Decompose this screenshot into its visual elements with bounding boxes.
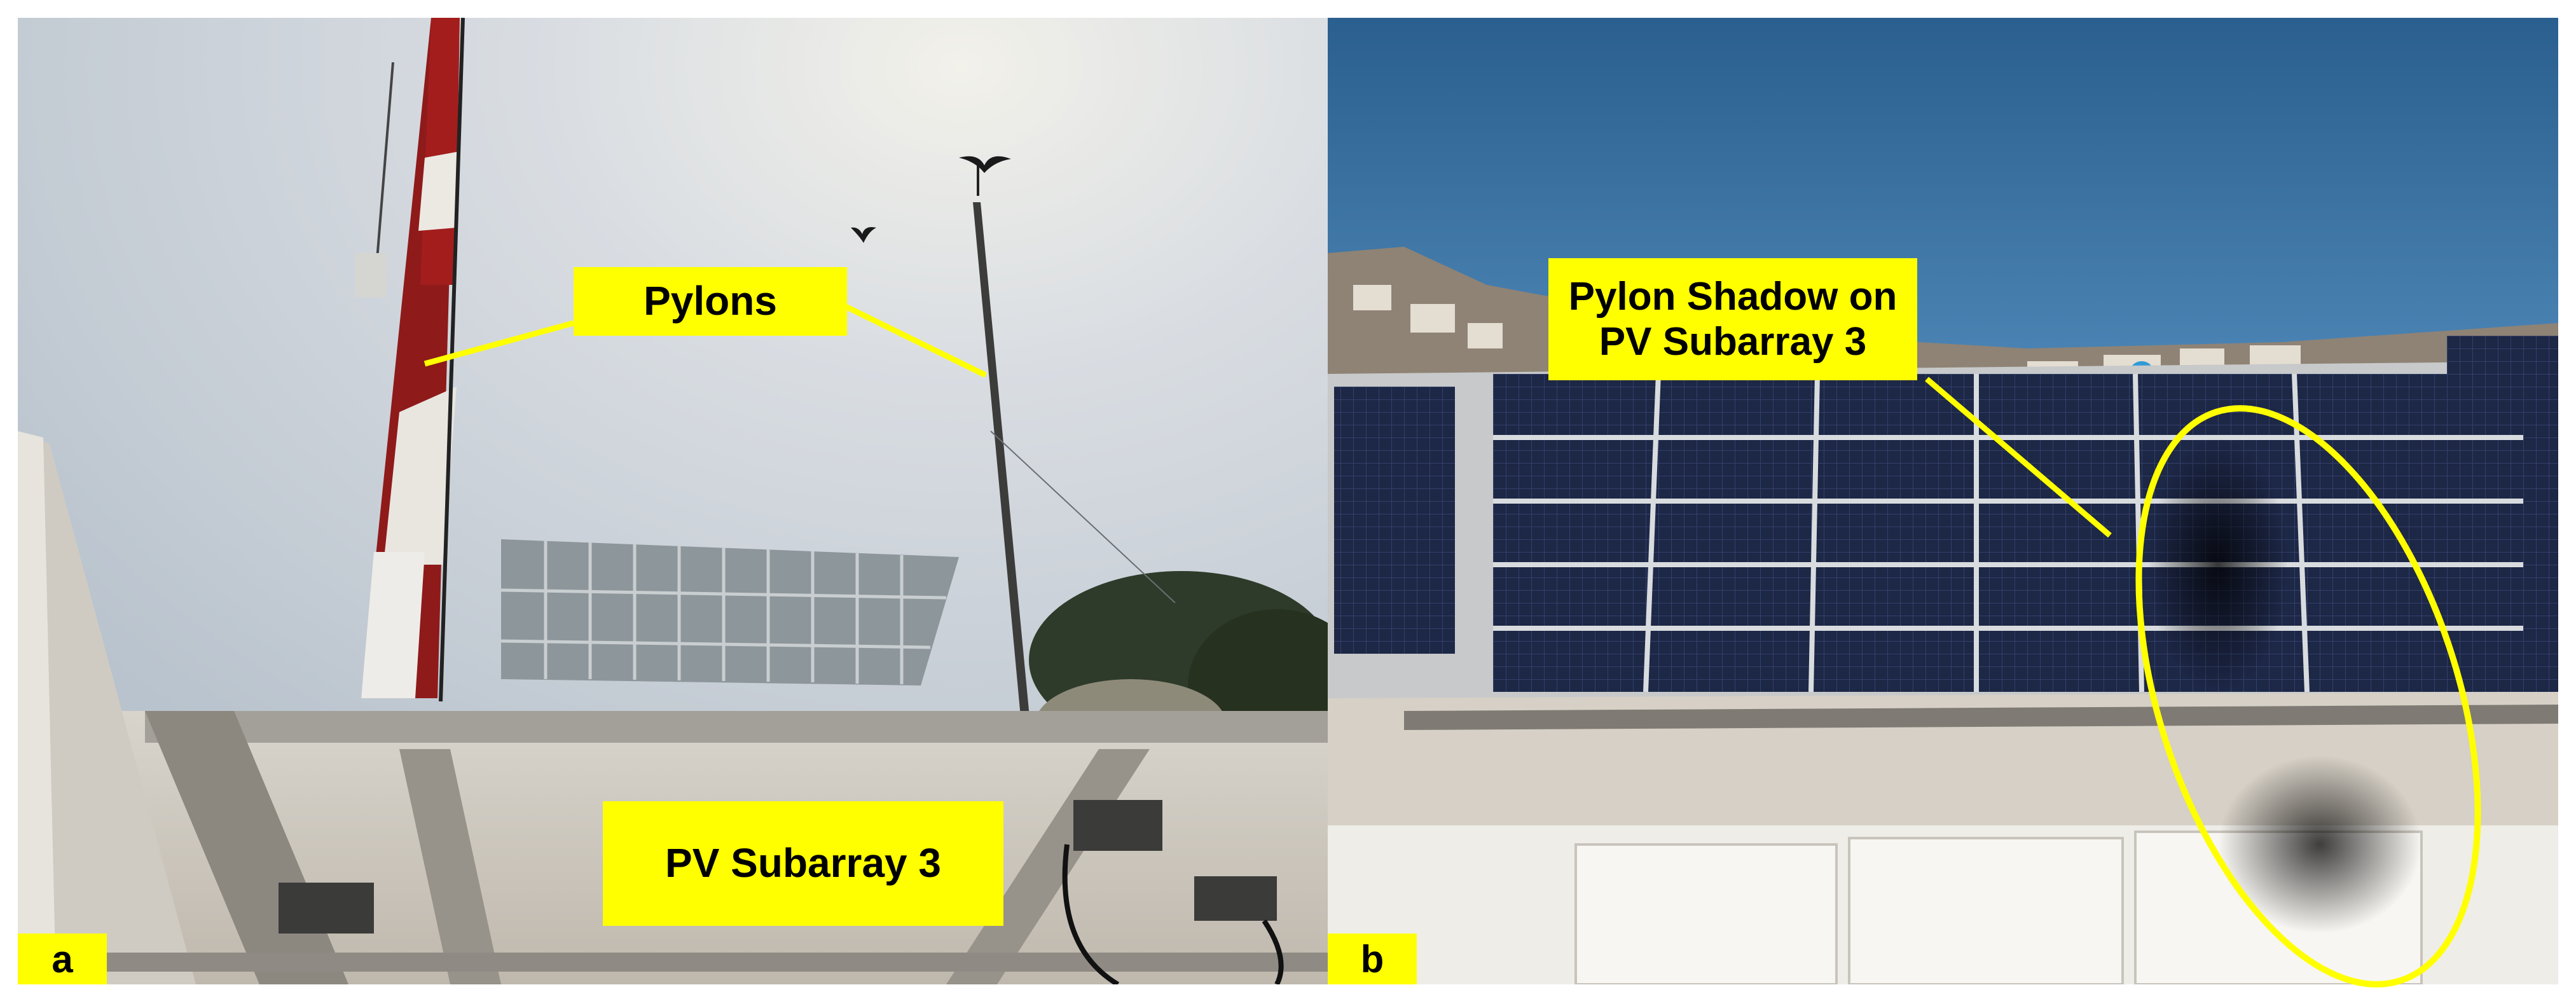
panel-letter-b: b bbox=[1328, 934, 1417, 984]
callout-pv-subarray: PV Subarray 3 bbox=[603, 801, 1003, 926]
photo-panel-a: Pylons PV Subarray 3 a bbox=[18, 18, 1328, 984]
callout-shadow-line2: PV Subarray 3 bbox=[1599, 320, 1867, 364]
callout-shadow-line1: Pylon Shadow on bbox=[1568, 274, 1898, 319]
photo-panel-b: Pylon Shadow on PV Subarray 3 b bbox=[1328, 18, 2558, 984]
callout-pylon-shadow: Pylon Shadow on PV Subarray 3 bbox=[1548, 258, 1917, 380]
photo-shadow-scene bbox=[1328, 18, 2558, 984]
panel-letter-a: a bbox=[18, 934, 107, 984]
callout-pylons: Pylons bbox=[574, 267, 847, 336]
